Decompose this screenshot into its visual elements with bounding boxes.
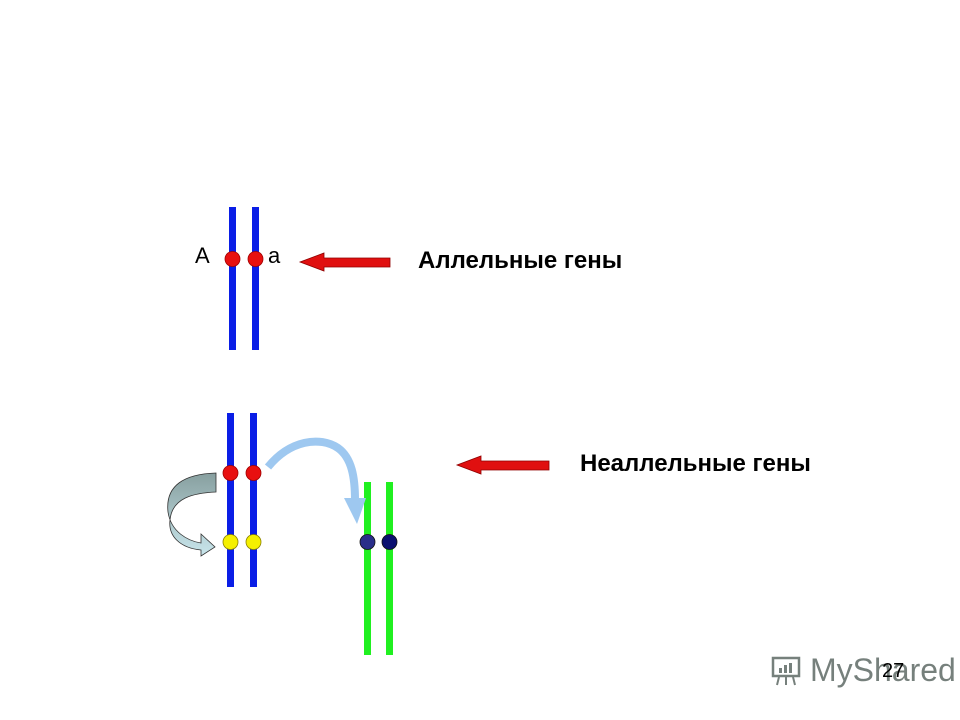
gene-dot-yellow-right — [245, 534, 262, 550]
arrow-nonallelic — [455, 455, 550, 475]
chromosome-left — [229, 207, 236, 350]
gene-dot-navy-left — [359, 534, 376, 550]
gene-dot-red-right — [245, 465, 262, 481]
nonallelic-chromosome-pair-green — [359, 482, 398, 655]
allele-label-recessive: a — [268, 243, 281, 268]
watermark-text: MyShared — [810, 652, 956, 688]
allele-label-dominant: A — [195, 243, 210, 268]
page-number: 27 — [882, 660, 905, 682]
gene-dot-a — [247, 251, 264, 267]
curved-arrow-grey — [167, 472, 217, 557]
curved-arrow-lightblue — [264, 437, 366, 524]
arrow-allelic — [298, 252, 391, 272]
allelic-chromosome-pair — [224, 207, 264, 350]
chromosome-right — [252, 207, 259, 350]
chromosome-right — [250, 413, 257, 587]
chromosome-right — [386, 482, 393, 655]
gene-dot-yellow-left — [222, 534, 239, 550]
nonallelic-chromosome-pair-blue — [222, 413, 262, 587]
chromosome-left — [227, 413, 234, 587]
nonallelic-genes-label: Неаллельные гены — [580, 450, 811, 477]
watermark: MyShared — [768, 652, 956, 689]
presentation-board-icon — [771, 656, 801, 685]
gene-dot-navy-right — [381, 534, 398, 550]
allelic-genes-label: Аллельные гены — [418, 247, 623, 274]
chromosome-left — [364, 482, 371, 655]
gene-dot-A — [224, 251, 241, 267]
gene-dot-red-left — [222, 465, 239, 481]
